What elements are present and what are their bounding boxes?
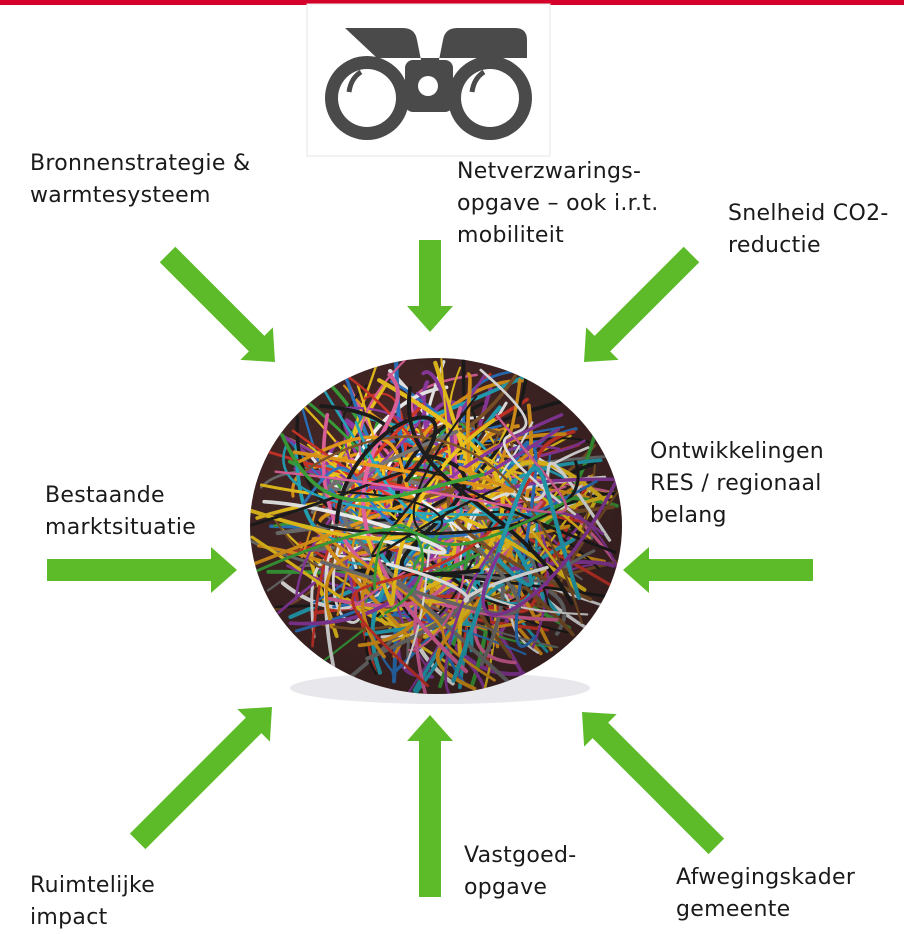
- label-afwegingskader: Afwegingskader gemeente: [676, 865, 856, 922]
- arrows-group: [47, 240, 813, 897]
- label-bronnenstrategie: Bronnenstrategie & warmtesysteem: [30, 151, 251, 208]
- label-netverzwaring: Netverzwarings- opgave – ook i.r.t. mobi…: [457, 159, 659, 248]
- arrow-from-top-left: [159, 246, 275, 362]
- label-vastgoed-opgave: Vastgoed- opgave: [464, 843, 577, 900]
- arrow-from-right: [623, 547, 813, 593]
- arrow-from-bottom-right: [582, 712, 725, 855]
- label-snelheid-co2: Snelheid CO2- reductie: [728, 201, 889, 258]
- label-ruimtelijke-impact: Ruimtelijke impact: [30, 873, 156, 930]
- arrow-from-top: [407, 240, 453, 332]
- tangled-wires-ball: [250, 358, 622, 704]
- arrow-from-bottom-left: [129, 707, 272, 850]
- binoculars-bridge: [345, 28, 527, 70]
- binoculars-icon: [306, 3, 551, 157]
- label-bestaande-marktsituatie: Bestaande marktsituatie: [45, 483, 197, 540]
- arrow-from-top-right: [584, 246, 700, 362]
- arrow-from-left: [47, 547, 237, 593]
- arrow-from-bottom: [407, 715, 453, 897]
- accent-bar: [0, 0, 904, 5]
- label-ontwikkelingen-res: Ontwikkelingen RES / regionaal belang: [650, 439, 825, 528]
